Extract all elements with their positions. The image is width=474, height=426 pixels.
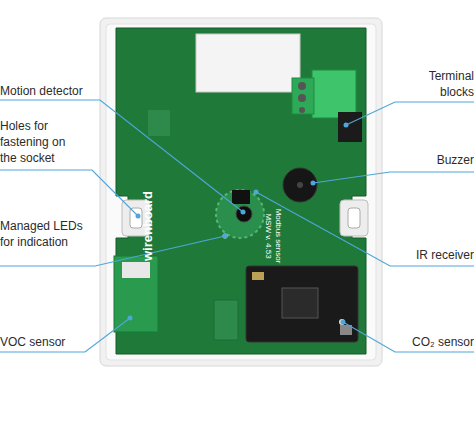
buzzer [283,168,317,202]
brand-marking: wirenboard [140,176,155,276]
callout-label: CO₂ sensor [394,334,474,350]
frame-inner [106,24,376,360]
pad [148,110,170,136]
board-marking: Modbus sensor MSW v. 4.53 [263,204,283,268]
callout-label: Holes for fastening on the socket [0,118,84,166]
callout-label: Buzzer [394,152,474,168]
callout-label: Motion detector [0,83,110,99]
ir-receiver [232,190,250,204]
callout-label: Managed LEDs for indication [0,218,92,250]
fastening-slot [348,208,360,228]
terminal-block [292,78,314,114]
pcb-cutout [196,34,300,92]
callout-label: Terminal blocks [410,68,474,100]
plastic-frame [100,18,382,366]
callout-label: IR receiver [394,247,474,263]
leader-lines [0,100,474,352]
voc-board [114,256,158,332]
fastening-hole [340,200,368,236]
connector [338,112,362,142]
leader-dots [128,123,349,325]
co2-board [246,266,358,342]
callout-label: VOC sensor [0,334,90,350]
terminal-block [312,70,356,118]
